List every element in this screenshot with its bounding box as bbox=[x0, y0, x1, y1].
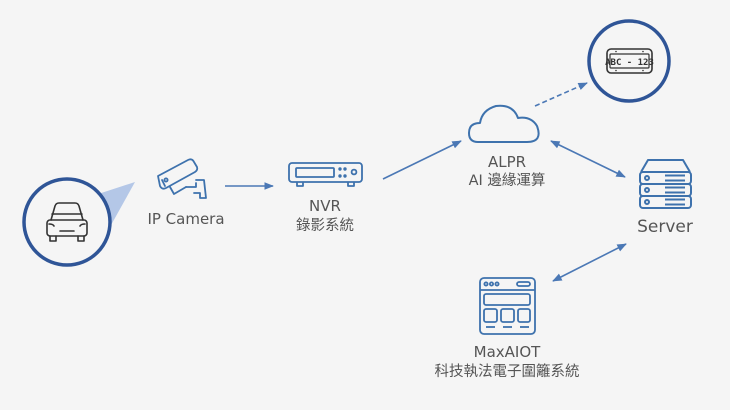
edge-alpr-to-plate bbox=[534, 82, 588, 107]
nvr-recorder-icon[interactable] bbox=[288, 162, 363, 187]
nvr-sublabel: 錄影系統 bbox=[296, 218, 354, 234]
maxaiot-sublabel: 科技執法電子圍籬系統 bbox=[434, 364, 580, 380]
car-icon bbox=[46, 202, 88, 242]
edge-nvr-to-alpr bbox=[382, 140, 462, 180]
cloud-icon[interactable] bbox=[468, 104, 540, 143]
edge-server-maxaiot bbox=[552, 243, 627, 282]
server-label: Server bbox=[637, 217, 693, 237]
edge-alpr-server bbox=[550, 140, 626, 178]
maxaiot-label: MaxAIOT bbox=[473, 343, 541, 361]
nvr-label: NVR bbox=[309, 197, 341, 215]
license-plate-icon: ABC - 123 bbox=[605, 48, 654, 74]
server-icon[interactable] bbox=[639, 159, 692, 209]
edges bbox=[225, 82, 627, 282]
plate-text: ABC - 123 bbox=[605, 58, 654, 68]
alpr-sublabel: AI 邊緣運算 bbox=[468, 173, 546, 189]
plate-node[interactable]: ABC - 123 bbox=[587, 19, 671, 103]
web-dashboard-icon[interactable] bbox=[479, 277, 536, 335]
car-node[interactable] bbox=[22, 177, 112, 267]
cctv-camera-icon[interactable] bbox=[157, 158, 207, 199]
camera-label: IP Camera bbox=[147, 210, 225, 228]
alpr-label: ALPR bbox=[487, 153, 527, 171]
